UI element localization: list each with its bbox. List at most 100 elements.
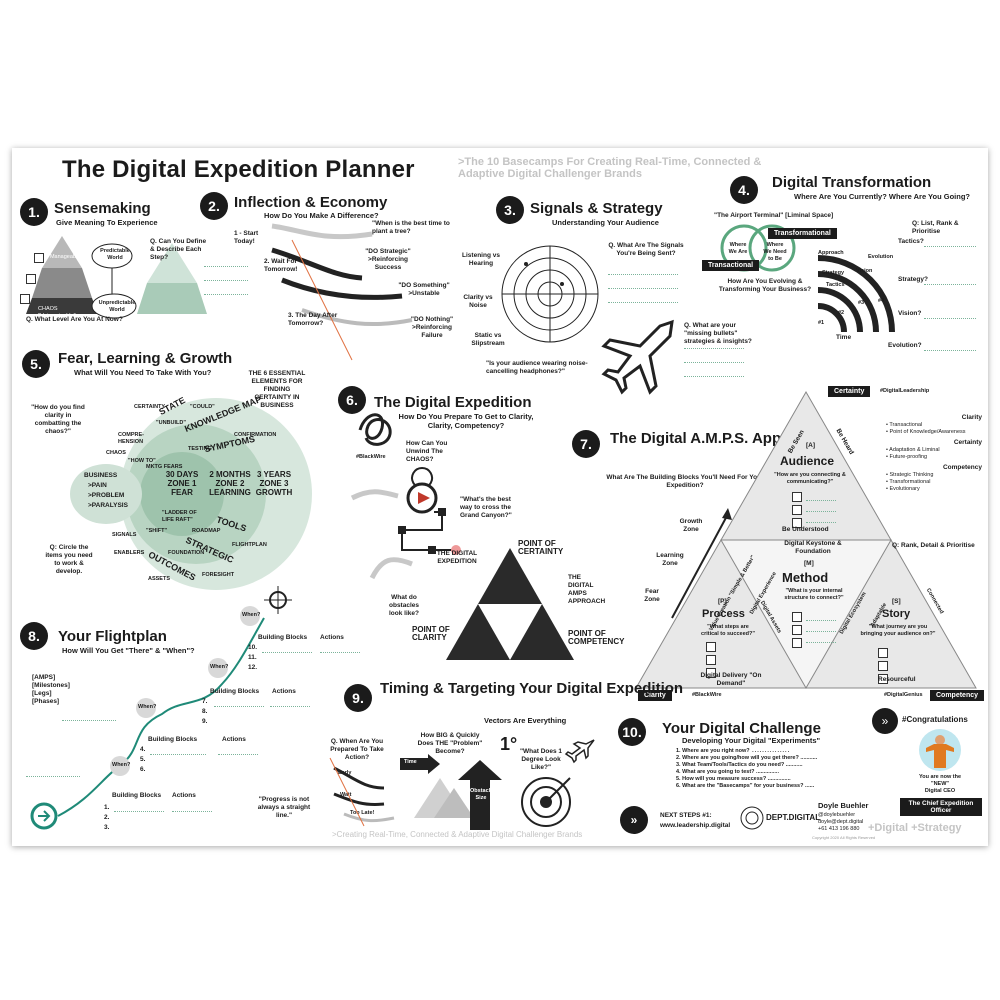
checkbox[interactable] <box>706 655 716 665</box>
checkbox[interactable] <box>878 674 888 684</box>
obstacle-label: Obstacle Size <box>470 788 494 801</box>
checkbox[interactable] <box>26 274 36 284</box>
answer-line[interactable] <box>608 274 678 275</box>
answer-line[interactable] <box>924 318 976 319</box>
level-label: CHAOS "Unimaginable" <box>38 306 76 319</box>
checkbox[interactable] <box>792 518 802 528</box>
tagline: +Digital +Strategy <box>868 822 962 834</box>
answer-line[interactable] <box>806 511 836 512</box>
congrats-new: "NEW" <box>930 781 950 787</box>
checkbox[interactable] <box>20 294 30 304</box>
target-icon <box>521 777 571 827</box>
answer-line[interactable] <box>806 620 836 621</box>
answer-line[interactable] <box>608 288 678 289</box>
answer-line[interactable] <box>26 776 80 777</box>
airplane-icon <box>601 319 674 395</box>
checkbox[interactable] <box>706 668 716 678</box>
timing-graphic <box>329 757 474 827</box>
answer-line[interactable] <box>204 294 248 295</box>
row-num: 4. <box>140 746 146 753</box>
answer-line[interactable] <box>214 706 264 707</box>
answer-line[interactable] <box>320 652 360 653</box>
answer-line[interactable] <box>204 266 248 267</box>
audience-checks <box>792 492 802 531</box>
side-item: • Strategic Thinking <box>886 472 934 478</box>
answer-line[interactable] <box>608 302 678 303</box>
inflection-arrows <box>271 223 413 361</box>
answer-line[interactable] <box>806 500 836 501</box>
amps-label: THE DIGITAL AMPS APPROACH <box>568 574 606 605</box>
answer-line[interactable] <box>806 631 836 632</box>
zone-label: Growth Zone <box>679 518 703 533</box>
challenge-question: 4. What are you going to test? .........… <box>676 769 779 775</box>
answer-line[interactable] <box>684 376 744 377</box>
answer-line[interactable] <box>684 362 744 363</box>
s-code: [S] <box>892 598 901 605</box>
poster: The Digital Expedition Planner >The 10 B… <box>12 148 988 846</box>
answer-line[interactable] <box>150 754 206 755</box>
side-heading: Clarity <box>961 414 982 421</box>
leadership-tag: #DigitalLeadership <box>880 388 930 394</box>
actions-header: Actions <box>222 736 246 743</box>
checkbox[interactable] <box>34 253 44 263</box>
element-word: CERTAINTY <box>134 404 166 410</box>
list-item: Strategy? <box>898 276 928 283</box>
website: www.leadership.digital <box>660 822 731 829</box>
answer-line[interactable] <box>62 720 116 721</box>
answer-line[interactable] <box>218 754 258 755</box>
zone-1: 30 DAYS ZONE 1 FEAR <box>165 470 199 497</box>
answer-line[interactable] <box>114 811 164 812</box>
answer-line[interactable] <box>924 350 976 351</box>
certainty-tag: Certainty <box>828 386 871 397</box>
checkbox[interactable] <box>878 661 888 671</box>
answer-line[interactable] <box>806 642 836 643</box>
answer-line[interactable] <box>270 706 310 707</box>
section-number: 3. <box>496 196 524 224</box>
checkbox[interactable] <box>878 648 888 658</box>
answer-line[interactable] <box>684 348 744 349</box>
timing-wait: Wait <box>340 792 352 798</box>
method-question: "What is your internal structure to conn… <box>784 588 844 601</box>
section-title: Your Digital Challenge <box>662 720 821 737</box>
point-certainty: POINT OF CERTAINTY <box>518 539 564 556</box>
answer-line[interactable] <box>204 280 248 281</box>
answer-line[interactable] <box>924 246 976 247</box>
when-bubble: When? <box>242 612 261 618</box>
element-word: ENABLERS <box>114 550 145 556</box>
footer-tagline: >Creating Real-Time, Connected & Adaptiv… <box>332 830 583 839</box>
point-competency: POINT OF COMPETENCY <box>568 629 625 646</box>
section-title: Signals & Strategy <box>530 200 663 217</box>
list-title: Q: List, Rank & Prioritise <box>912 220 959 235</box>
answer-line[interactable] <box>924 284 976 285</box>
when-bubble: When? <box>112 762 131 768</box>
author-name: Doyle Buehler <box>818 801 869 810</box>
answer-line[interactable] <box>262 652 312 653</box>
checkbox[interactable] <box>792 612 802 622</box>
copyright: Copyright 2020 All Rights Reserved <box>812 835 876 840</box>
answer-line[interactable] <box>172 811 212 812</box>
answer-line[interactable] <box>806 522 836 523</box>
list-item: Tactics? <box>898 238 924 245</box>
transactional-tag: Transactional <box>702 260 760 271</box>
degree-question: "What Does 1 Degree Look Like?" <box>519 748 563 771</box>
challenge-question: 3. What Team/Tools/Tactics do you need? … <box>676 762 803 768</box>
ring-word: Strategy <box>822 270 845 276</box>
row-num: 8. <box>202 708 208 715</box>
side-item: • Adaptation & Liminal <box>886 447 940 453</box>
blackwire-tag: #BlackWire <box>356 454 386 460</box>
checkbox[interactable] <box>792 505 802 515</box>
checkbox[interactable] <box>706 642 716 652</box>
actions-header: Actions <box>272 688 296 695</box>
checkbox[interactable] <box>792 625 802 635</box>
signals-question: Q. What Are The Signals You're Being Sen… <box>608 242 684 257</box>
checkbox[interactable] <box>792 492 802 502</box>
business-label: BUSINESS <box>84 472 118 479</box>
essential-elements: THE 6 ESSENTIAL ELEMENTS FOR FINDING CER… <box>248 370 306 409</box>
ring-word: Evolution <box>868 254 894 260</box>
inflection-option: 3. The Day After Tomorrow? <box>288 312 338 327</box>
m-code: [M] <box>804 560 814 567</box>
section-subtitle: How Will You Get "There" & "When"? <box>62 646 195 655</box>
checkbox[interactable] <box>792 638 802 648</box>
inflection-option: 1 - Start Today! <box>234 230 259 245</box>
challenge-question: 5. How will you measure success? .......… <box>676 776 791 782</box>
